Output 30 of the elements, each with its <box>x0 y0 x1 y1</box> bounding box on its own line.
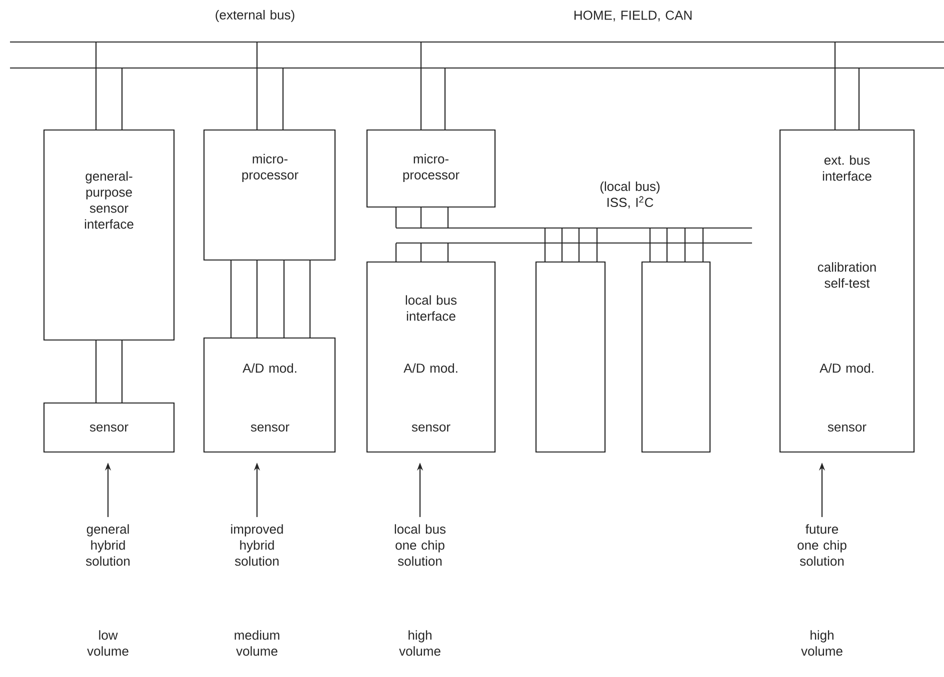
bus-connector <box>95 340 123 403</box>
volume-label: medium volume <box>234 630 280 656</box>
module-box <box>535 261 606 453</box>
bus-label: (local bus) ISS, I$^{2}$C <box>600 181 660 209</box>
volume-label: high volume <box>801 630 842 656</box>
bus-connector <box>395 242 449 262</box>
module-box: general-purpose sensor interface <box>43 129 175 341</box>
module-box: micro-processor <box>366 129 496 208</box>
module-box: ext. bus interface calibration self-test A/D mod. sensor <box>779 129 915 453</box>
bus-label: HOME, FIELD, CAN <box>574 10 692 22</box>
module-box <box>641 261 711 453</box>
solution-label: general hybrid solution <box>86 524 130 566</box>
solution-label: improved hybrid solution <box>231 524 283 566</box>
solution-label: future one chip solution <box>798 524 846 566</box>
module-box: local bus interface A/D mod. sensor <box>366 261 496 453</box>
bus-label: (external bus) <box>216 10 294 22</box>
bus-connector <box>649 227 704 262</box>
module-box: sensor <box>43 402 175 453</box>
module-box: A/D mod. sensor <box>203 337 336 453</box>
volume-label: low volume <box>87 630 128 656</box>
bus-connector <box>544 227 598 262</box>
bus-connector <box>256 41 284 130</box>
bus-connector <box>420 41 446 130</box>
volume-label: high volume <box>399 630 440 656</box>
bus-connector <box>230 260 311 338</box>
module-box: micro-processor <box>203 129 336 261</box>
solution-label: local bus one chip solution <box>394 524 446 566</box>
bus-connector <box>834 41 860 130</box>
bus-connector <box>95 41 123 130</box>
bus-connector <box>395 207 449 228</box>
